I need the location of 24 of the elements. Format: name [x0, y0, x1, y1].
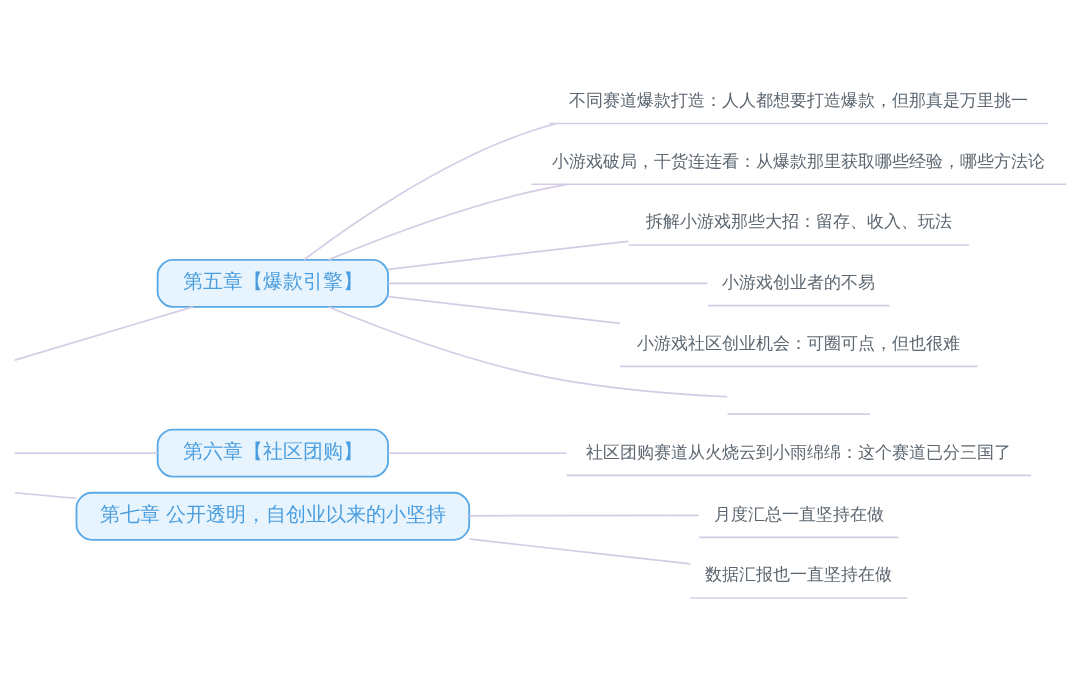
node-line	[726, 412, 871, 415]
connector	[387, 282, 709, 284]
connector	[13, 491, 78, 499]
connector	[468, 513, 700, 517]
node-box: 第七章 公开透明，自创业以来的小坚持	[75, 491, 471, 541]
node-text: 拆解小游戏那些大招：留存、收入、玩法	[645, 210, 952, 231]
node-box: 第五章【爆款引擎】	[156, 258, 389, 308]
node-box: 第六章【社区团购】	[156, 428, 389, 478]
connector	[387, 239, 630, 270]
connector	[13, 451, 159, 454]
node-text: 数据汇报也一直坚持在做	[705, 563, 893, 584]
connector	[387, 295, 621, 324]
connector	[387, 451, 568, 454]
node-text: 小游戏社区创业机会：可圈可点，但也很难	[637, 332, 961, 353]
connector	[327, 305, 729, 398]
connector	[13, 305, 194, 361]
node-text: 月度汇总一直坚持在做	[713, 503, 884, 524]
node-text: 社区团购赛道从火烧云到小雨绵绵：这个赛道已分三国了	[586, 441, 1012, 462]
node-text: 小游戏破局，干货连连看：从爆款那里获取哪些经验，哪些方法论	[552, 150, 1046, 171]
node-text: 不同赛道爆款打造：人人都想要打造爆款，但那真是万里挑一	[569, 89, 1029, 110]
connector	[303, 122, 557, 261]
connector	[468, 537, 692, 565]
node-text: 小游戏创业者的不易	[722, 271, 876, 292]
connector	[327, 182, 568, 261]
